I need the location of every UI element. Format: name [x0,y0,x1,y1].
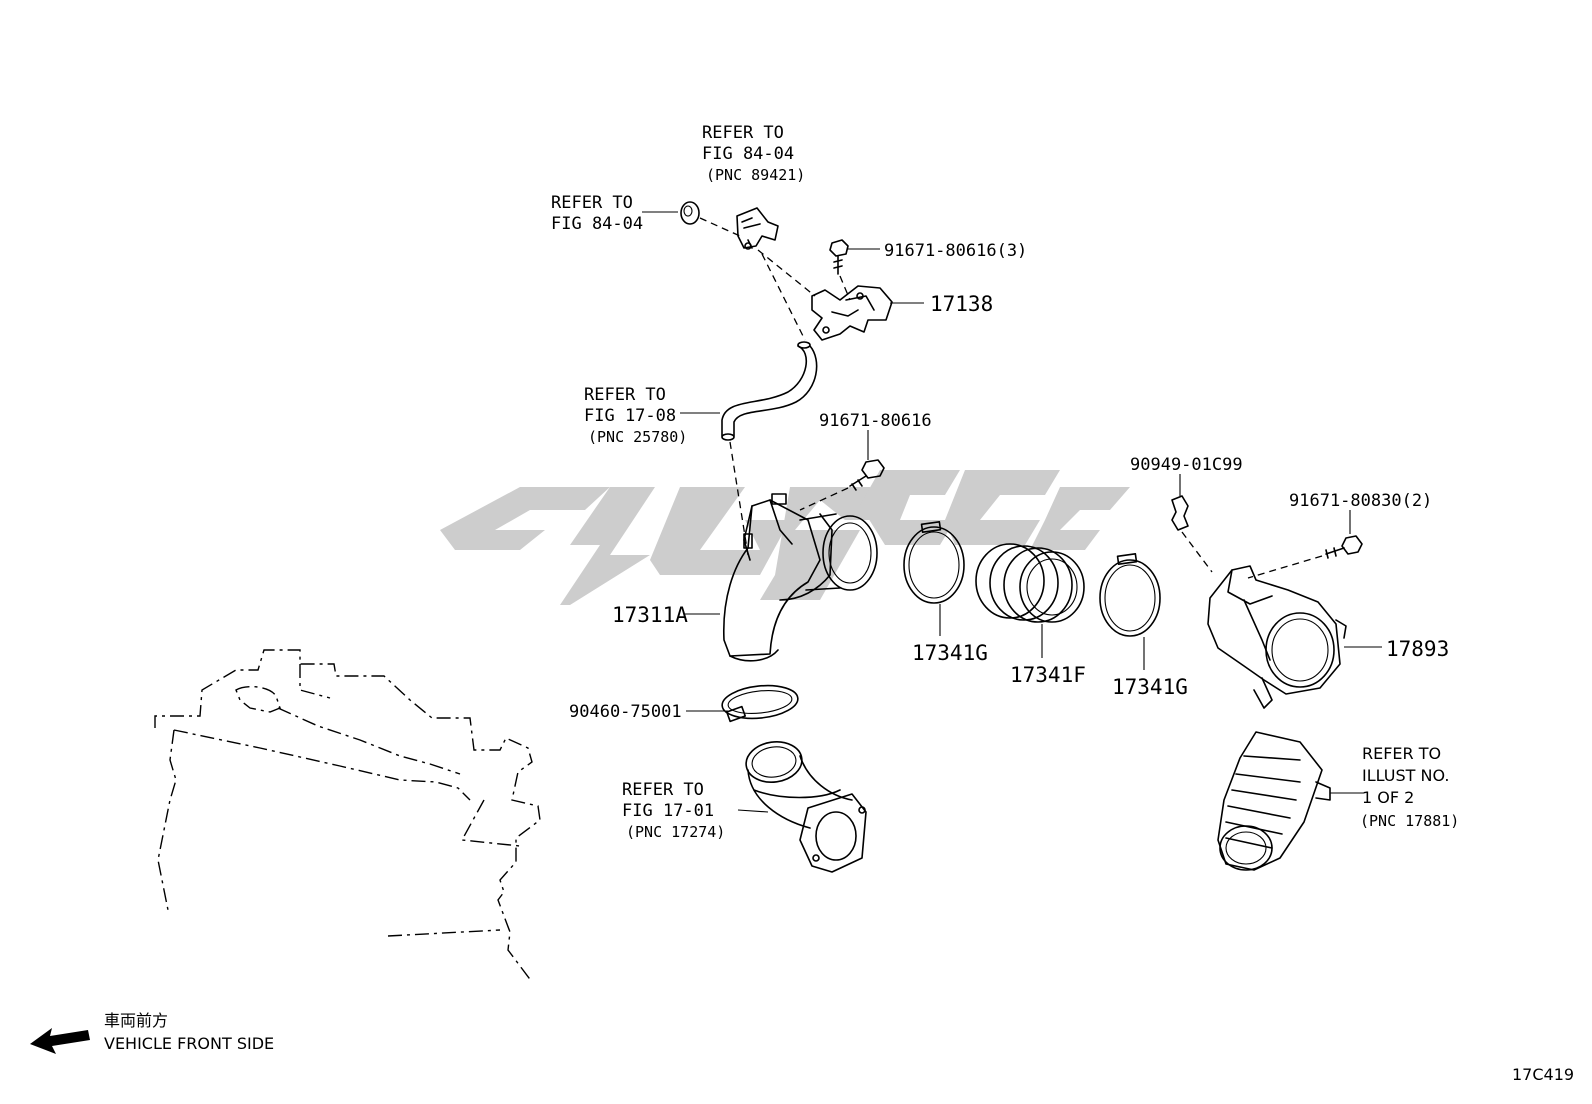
label-hose: 17341F [1010,663,1086,687]
label-clamp-2: 17341G [1112,675,1188,699]
bolt-right-part [1325,535,1363,559]
lower-clamp-part [721,684,799,723]
bolt-top-part [829,239,849,275]
bolt-top-dash-line [839,275,851,301]
watermark-logo [440,470,1130,605]
sensor-hose-dash-line [761,253,806,341]
refer-right-line4: (PNC 17881) [1360,812,1459,830]
refer-lower-line1: REFER TO [622,780,704,800]
sensor-part [736,207,779,250]
label-resonator: 17893 [1386,637,1449,661]
clip-dash-line [1181,531,1213,573]
bolt-mid-dash-line [799,487,849,511]
refer-grommet-line1: REFER TO [551,193,633,213]
bolt-right-dash-line [1247,555,1323,579]
refer-right-line2: ILLUST NO. [1362,766,1449,785]
clamp-2-part [1099,552,1161,637]
label-bolt-top: 91671-80616(3) [884,241,1027,261]
refer-right-line3: 1 OF 2 [1362,788,1414,807]
refer-hose-line3: (PNC 25780) [588,428,687,446]
refer-sensor-line2: FIG 84-04 [702,144,794,164]
grommet-dash-line [699,217,741,237]
bolt-mid-part [849,459,885,491]
hose-17341F-part [975,543,1085,623]
refer-sensor-line1: REFER TO [702,123,784,143]
engine-outline [154,649,541,983]
label-bolt-mid: 91671-80616 [819,411,932,431]
bracket-17138-part [811,285,893,341]
refer-right-line1: REFER TO [1362,744,1441,763]
sensor-dash-line [757,249,816,297]
refer-grommet-line2: FIG 84-04 [551,214,643,234]
refer-hose-line1: REFER TO [584,385,666,405]
refer-lower-line2: FIG 17-01 [622,801,714,821]
front-side-english: VEHICLE FRONT SIDE [104,1034,274,1053]
label-inlet-pipe: 17311A [612,603,688,627]
inlet-pipe-17311A-part [723,493,878,662]
air-intake-hose-part [1217,731,1331,871]
vacuum-hose-part [721,341,818,441]
front-side-japanese: 車両前方 [104,1011,168,1030]
resonator-17893-part [1207,565,1347,709]
label-bracket: 17138 [930,292,993,316]
clip-part [1171,495,1189,531]
leader-lower-elbow [737,809,769,813]
label-bolt-right: 91671-80830(2) [1289,491,1432,511]
lower-elbow-part [745,741,867,873]
label-clip: 90949-01C99 [1130,455,1243,475]
grommet-part [680,201,700,225]
refer-sensor-line3: (PNC 89421) [706,166,805,184]
refer-hose-line2: FIG 17-08 [584,406,676,426]
clamp-1-part [903,520,965,604]
refer-lower-line3: (PNC 17274) [626,823,725,841]
label-clamp-1: 17341G [912,641,988,665]
front-direction-arrow-icon [30,1028,90,1054]
label-lower-clamp: 90460-75001 [569,702,682,722]
figure-code: 17C419 [1512,1065,1574,1084]
